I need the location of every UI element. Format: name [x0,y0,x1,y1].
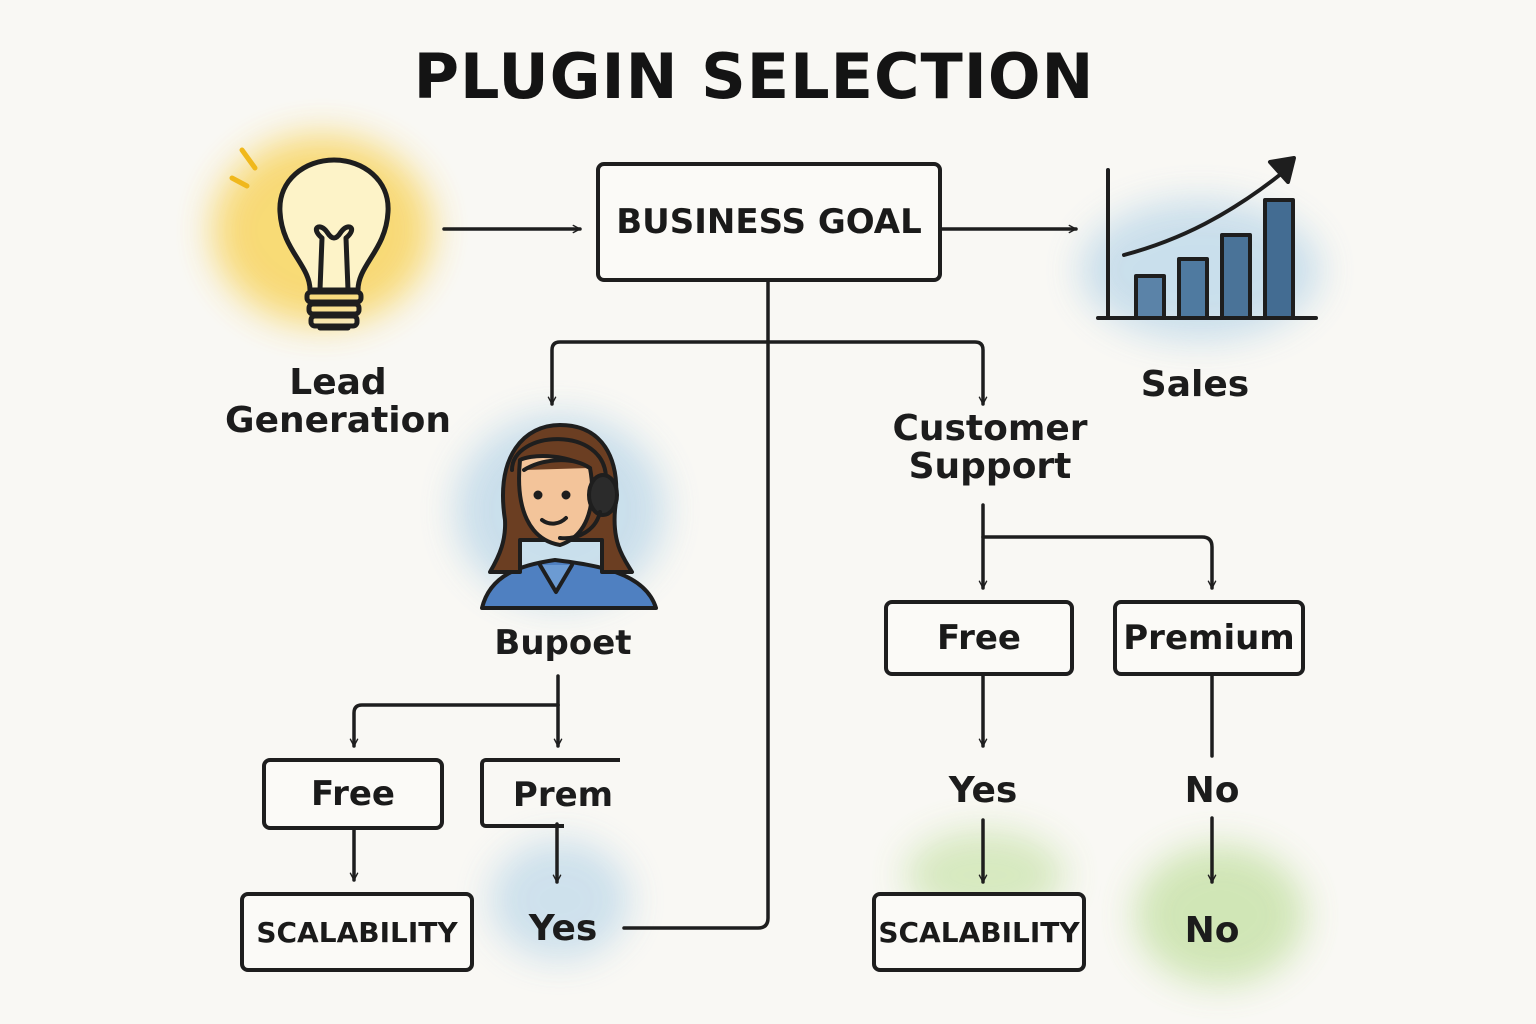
support-agent-icon [480,423,658,610]
yes-return-line [622,340,770,930]
left-scalability-label: SCALABILITY [256,915,458,949]
customer-support-label: Customer Support [880,410,1100,486]
right-yes-label: Yes [948,770,1018,811]
arrow-to-support [766,340,988,406]
left-prem-node [480,758,620,828]
customer-support-line-1: Customer [892,408,1088,449]
sales-label: Sales [1140,364,1250,405]
right-no-label: No [1184,770,1240,811]
left-scalability-node: SCALABILITY [240,892,474,972]
customer-support-line-2: Support [908,445,1072,487]
right-no-final-label: No [1184,910,1240,951]
bupoet-label: Bupoet [494,623,632,663]
bar-chart-trend-icon [1096,156,1318,320]
left-free-node: Free [262,758,444,830]
arrow-to-bupoet [547,340,770,406]
right-scalability-label: SCALABILITY [878,915,1080,949]
right-premium-node: Premium [1113,600,1305,676]
connectors [349,224,1217,930]
left-free-label: Free [311,774,395,814]
diagram-title: PLUGIN SELECTION [413,40,1095,113]
lead-generation-line-2: Generation [225,399,451,441]
right-scalability-node: SCALABILITY [872,892,1086,972]
right-free-node: Free [884,600,1074,676]
business-goal-label: BUSINESS GOAL [616,202,922,242]
left-yes-label: Yes [528,908,598,949]
lightbulb-icon [229,147,391,331]
left-prem-label: Prem [512,775,614,815]
business-goal-node: BUSINESS GOAL [596,162,942,282]
right-premium-label: Premium [1123,618,1295,658]
lead-generation-line-1: Lead [289,362,387,403]
lead-generation-label: Lead Generation [218,364,458,440]
right-free-label: Free [937,618,1021,658]
